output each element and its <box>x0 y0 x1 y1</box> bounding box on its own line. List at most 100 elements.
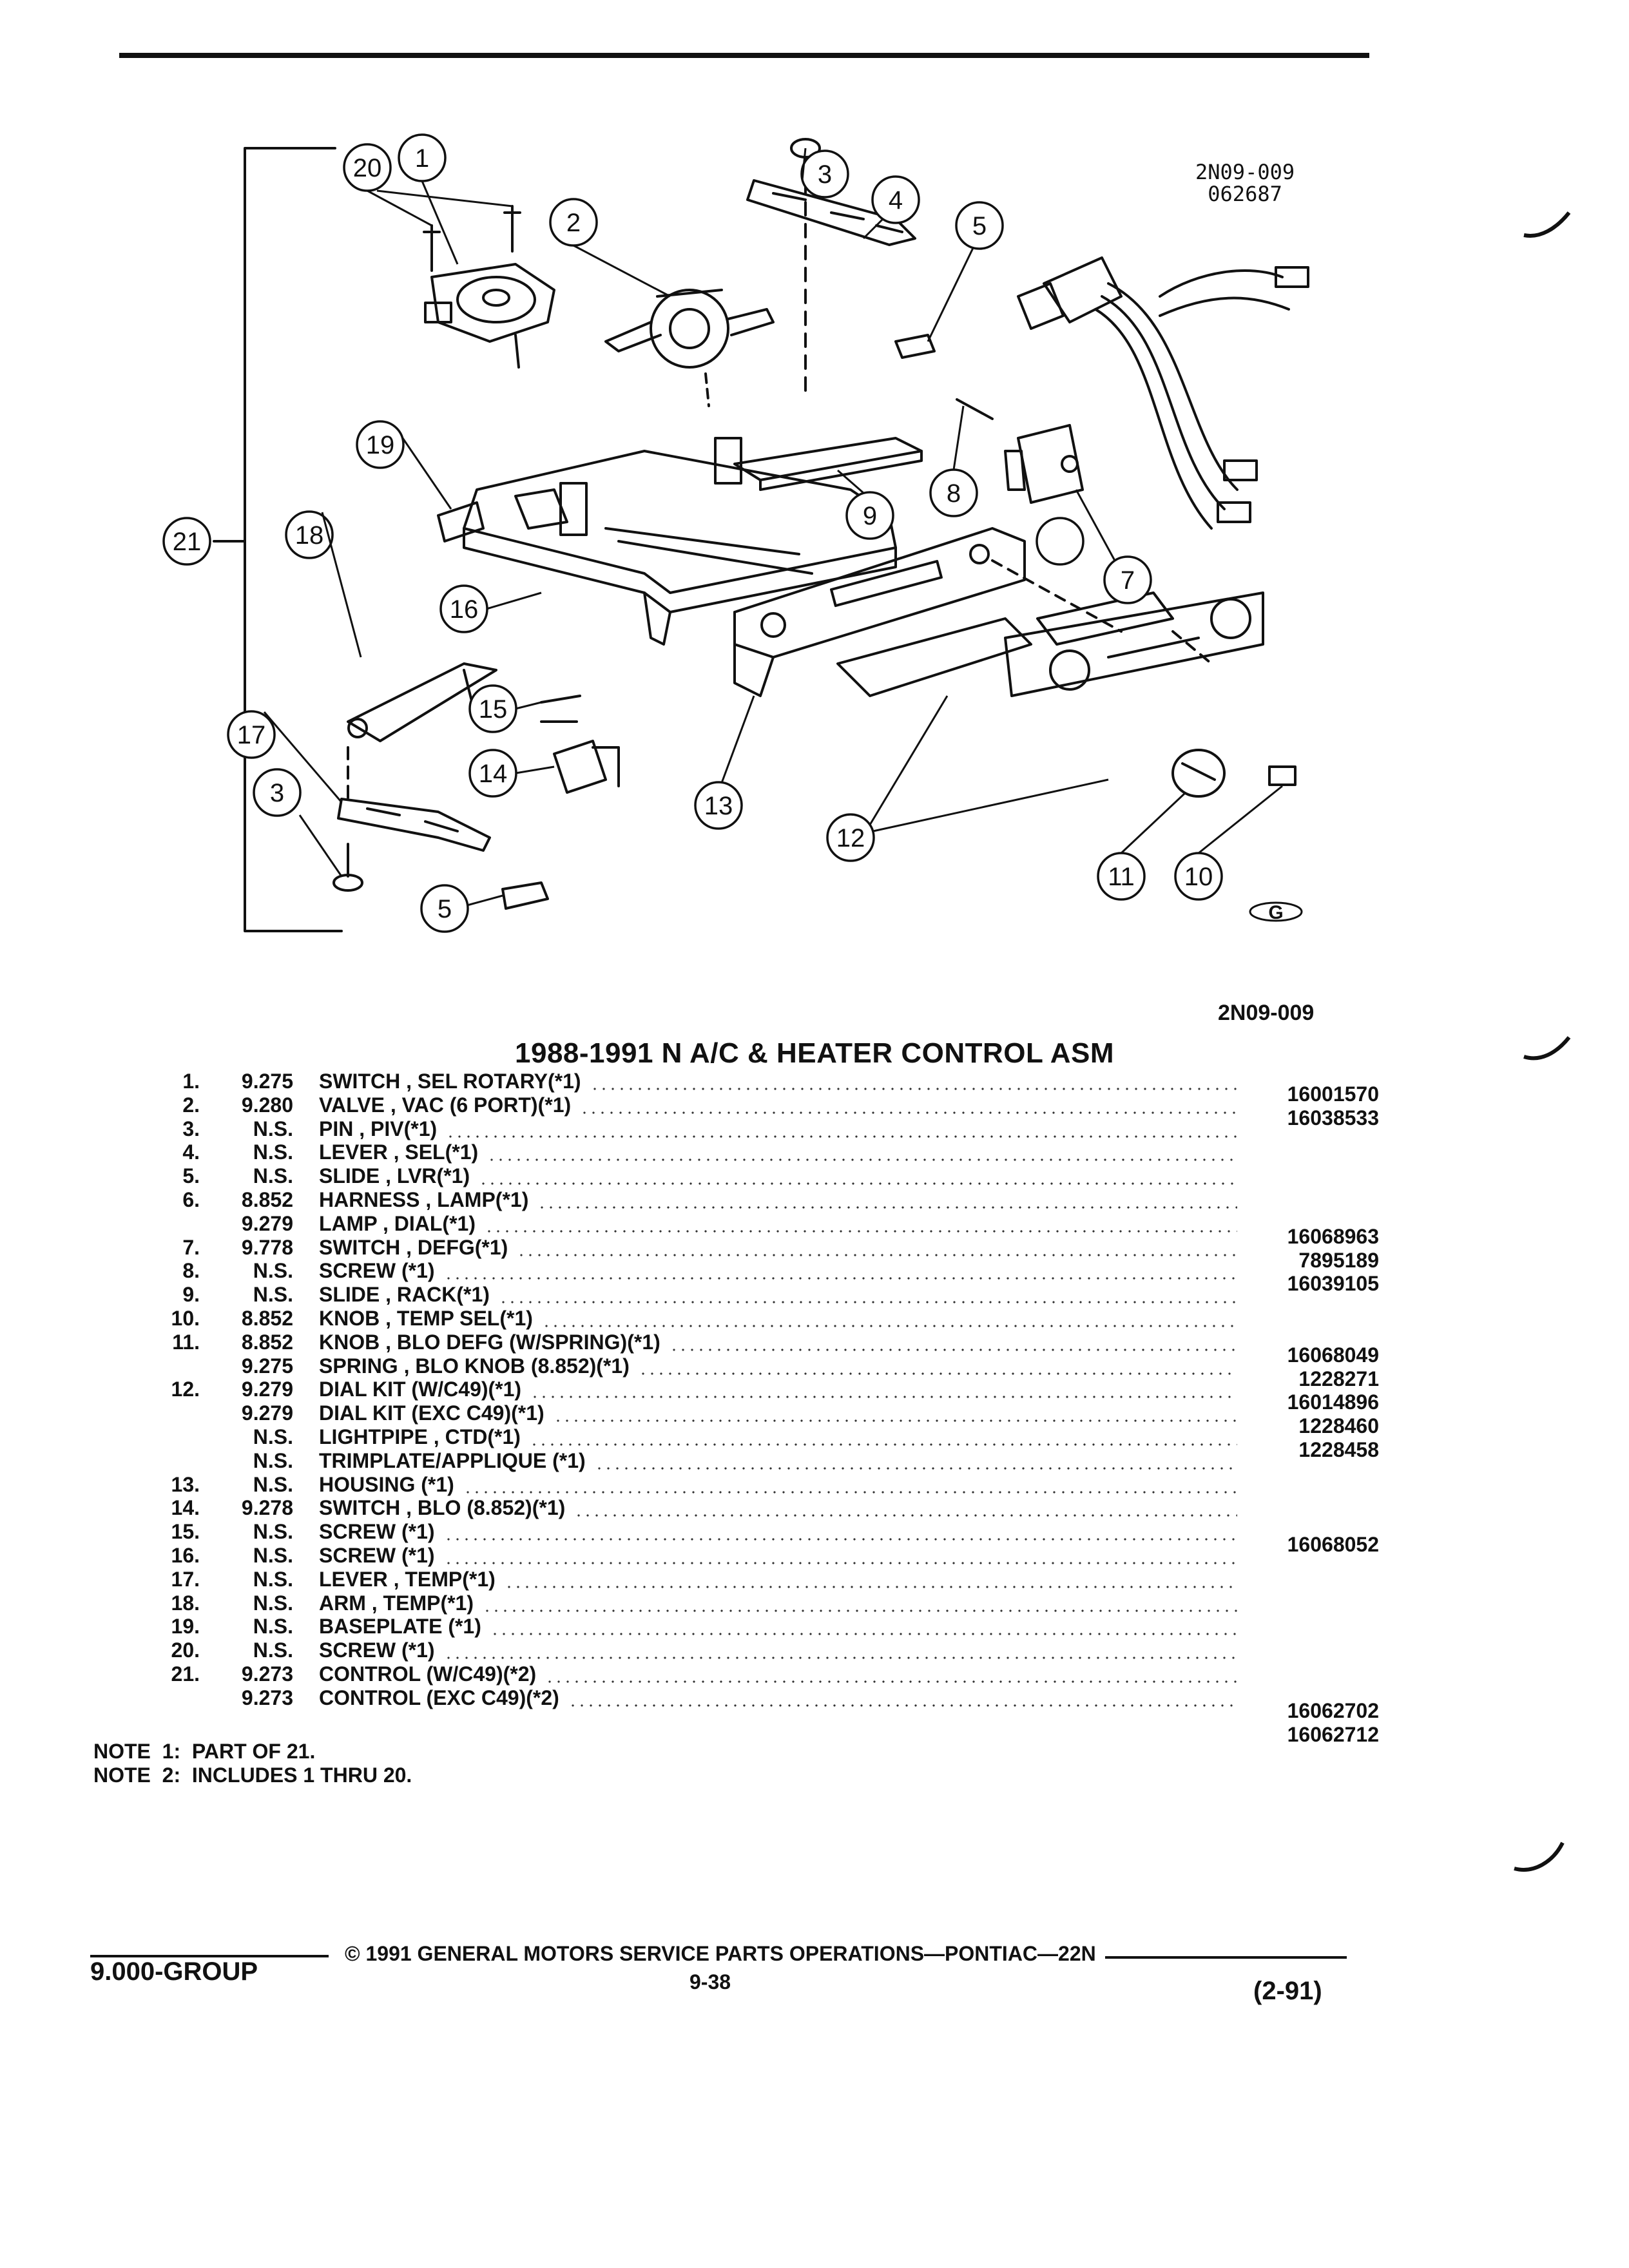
dot-leader <box>446 1117 1237 1140</box>
dot-leader <box>670 1330 1237 1354</box>
part-number: 4. <box>182 1140 200 1164</box>
part-name: DIAL KIT <box>319 1401 406 1425</box>
part-group: N.S. <box>253 1615 293 1639</box>
part-name: LIGHTPIPE <box>319 1425 428 1448</box>
part-row: 8.N.S.SCREW (*1)16039105 <box>155 1259 1379 1295</box>
part-description: SCREW (*1) <box>319 1259 435 1282</box>
part-detail: , DEFG(*1) <box>406 1235 508 1259</box>
part-group: 9.280 <box>241 1093 293 1117</box>
dot-leader <box>485 1211 1237 1235</box>
footer-rule-right <box>1105 1956 1347 1959</box>
note-1: NOTE 1: PART OF 21. <box>93 1740 316 1763</box>
dot-leader <box>590 1070 1237 1093</box>
part-catalog-number: 16062702 <box>1287 1698 1379 1722</box>
dot-leader <box>568 1686 1237 1709</box>
part-row: N.S.TRIMPLATE/APPLIQUE (*1) <box>155 1448 1379 1473</box>
part-row: N.S.LIGHTPIPE , CTD(*1)1228458 <box>155 1425 1379 1461</box>
part-group: 9.278 <box>241 1496 293 1520</box>
part-group: N.S. <box>253 1140 293 1164</box>
part-name: HARNESS <box>319 1187 420 1211</box>
part-description: SCREW (*1) <box>319 1544 435 1567</box>
part-detail: , TEMP SEL(*1) <box>385 1306 533 1330</box>
part-catalog-number: 16068963 <box>1287 1224 1379 1248</box>
part-row: 18.N.S.ARM , TEMP(*1) <box>155 1591 1379 1615</box>
part-number: 8. <box>182 1259 200 1283</box>
part-name: ARM <box>319 1591 366 1615</box>
footer-copyright: © 1991 GENERAL MOTORS SERVICE PARTS OPER… <box>345 1942 1096 1965</box>
dot-leader <box>530 1378 1237 1401</box>
part-detail: , RACK(*1) <box>385 1283 490 1307</box>
part-number: 7. <box>182 1235 200 1259</box>
part-description: ARM , TEMP(*1) <box>319 1591 474 1615</box>
dot-leader <box>490 1615 1237 1639</box>
diagram-date-code: 062687 <box>1208 182 1282 206</box>
part-name: HOUSING <box>319 1472 416 1496</box>
dot-leader <box>499 1283 1237 1307</box>
dot-leader <box>580 1093 1237 1117</box>
part-group: N.S. <box>253 1567 293 1591</box>
part-detail: , LVR(*1) <box>385 1164 470 1188</box>
part-description: LAMP , DIAL(*1) <box>319 1212 476 1235</box>
part-detail: , BLO KNOB (8.852)(*1) <box>403 1354 630 1378</box>
part-group: 9.273 <box>241 1686 293 1709</box>
part-name: SLIDE <box>319 1283 380 1307</box>
part-detail: , TEMP(*1) <box>393 1567 496 1591</box>
part-group: N.S. <box>253 1259 293 1283</box>
part-name: DIAL KIT <box>319 1378 406 1401</box>
part-name: SCREW <box>319 1639 396 1662</box>
part-group: 8.852 <box>241 1330 293 1354</box>
diagram-code-bottom: 2N09-009 <box>1218 1001 1315 1025</box>
logo-mark: G <box>1249 901 1303 923</box>
dot-leader <box>483 1591 1237 1615</box>
dot-leader <box>537 1187 1237 1211</box>
part-description: SLIDE , RACK(*1) <box>319 1283 490 1306</box>
part-name: SLIDE <box>319 1164 380 1188</box>
part-row: 19.N.S.BASEPLATE (*1) <box>155 1615 1379 1639</box>
dot-leader <box>505 1567 1237 1591</box>
part-number: 6. <box>182 1187 200 1211</box>
part-description: SCREW (*1) <box>319 1520 435 1543</box>
callout-14: 14 <box>479 760 508 788</box>
part-row: 17.N.S.LEVER , TEMP(*1) <box>155 1567 1379 1591</box>
part-number: 17. <box>171 1567 200 1591</box>
part-row: 16062712 <box>155 1710 1379 1746</box>
part-detail: , SEL ROTARY(*1) <box>406 1070 581 1093</box>
part-description: PIN , PIV(*1) <box>319 1117 437 1140</box>
part-number: 3. <box>182 1117 200 1140</box>
part-row: 15.N.S.SCREW (*1)16068052 <box>155 1520 1379 1556</box>
part-detail: , TEMP(*1) <box>371 1591 474 1615</box>
footer-group: 9.000-GROUP <box>90 1957 258 1986</box>
part-number: 13. <box>171 1472 200 1496</box>
margin-mark <box>1523 1036 1571 1061</box>
part-number: 19. <box>171 1615 200 1639</box>
part-catalog-number: 16068052 <box>1287 1533 1379 1557</box>
callout-21: 21 <box>173 528 202 556</box>
svg-text:G: G <box>1268 902 1283 923</box>
part-detail: (*1) <box>448 1615 481 1639</box>
part-group: 9.273 <box>241 1662 293 1686</box>
part-name: SCREW <box>319 1259 396 1283</box>
part-description: SLIDE , LVR(*1) <box>319 1164 470 1187</box>
part-description: LIGHTPIPE , CTD(*1) <box>319 1425 521 1448</box>
part-name: SPRING <box>319 1354 398 1378</box>
dot-leader <box>545 1662 1237 1686</box>
part-name: TRIMPLATE/APPLIQUE <box>319 1448 547 1472</box>
part-group: N.S. <box>253 1520 293 1544</box>
part-detail: (*1) <box>421 1472 454 1496</box>
dot-leader <box>444 1520 1237 1544</box>
part-detail: (*1) <box>401 1259 435 1283</box>
part-name: KNOB <box>319 1306 380 1330</box>
part-row: 20.N.S.SCREW (*1) <box>155 1639 1379 1662</box>
part-group: 8.852 <box>241 1306 293 1330</box>
part-name: SWITCH <box>319 1070 401 1093</box>
part-description: SPRING , BLO KNOB (8.852)(*1) <box>319 1354 630 1378</box>
part-number: 9. <box>182 1283 200 1307</box>
part-number: 1. <box>182 1070 200 1093</box>
part-name: SCREW <box>319 1520 396 1544</box>
part-description: DIAL KIT (EXC C49)(*1) <box>319 1401 545 1425</box>
